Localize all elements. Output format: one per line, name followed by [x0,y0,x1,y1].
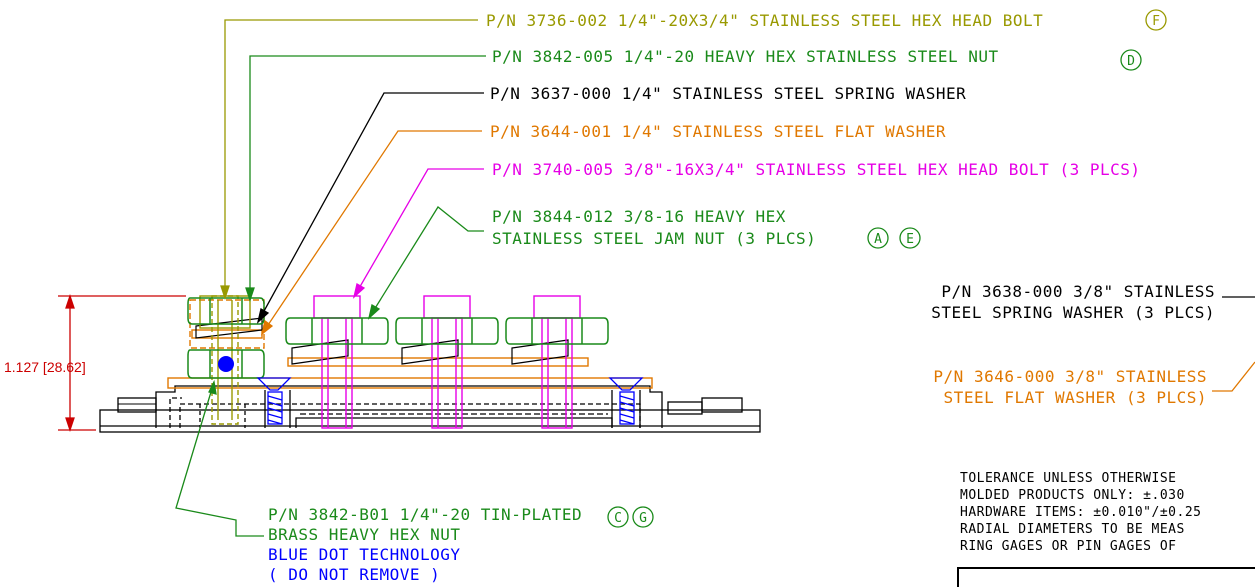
marker-c-label: C [614,511,622,526]
marker-a-icon: A [867,227,889,249]
quarter-inch-heavy-hex-nut [187,297,265,325]
callout-flat-washer-quarter: P/N 3644-001 1/4" STAINLESS STEEL FLAT W… [490,122,946,141]
callout-brass-nut-line1: P/N 3842-B01 1/4"-20 TIN-PLATED [268,505,582,524]
tolerance-note: TOLERANCE UNLESS OTHERWISE MOLDED PRODUC… [957,471,1255,587]
jam-nuts [285,317,609,345]
tolerance-line1: TOLERANCE UNLESS OTHERWISE [960,471,1177,486]
blue-dot-marker [218,356,234,372]
marker-f-label: F [1152,14,1160,29]
callout-flat-washer-three-eighth-line2: STEEL FLAT WASHER (3 PLCS) [944,388,1207,407]
countersunk-screws [256,377,644,425]
callout-hex-head-bolt-quarter: P/N 3736-002 1/4"-20X3/4" STAINLESS STEE… [486,11,1043,30]
marker-f-icon: F [1145,9,1167,31]
marker-d-icon: D [1120,49,1142,71]
height-dimension [58,293,186,433]
callout-spring-washer-three-eighth-line1: P/N 3638-000 3/8" STAINLESS [941,282,1215,301]
tolerance-line4: RADIAL DIAMETERS TO BE MEAS [960,522,1185,537]
marker-e-icon: E [899,227,921,249]
dimension-label: 1.127 [28.62] [4,359,86,375]
marker-d-label: D [1127,54,1135,69]
callout-spring-washer-quarter: P/N 3637-000 1/4" STAINLESS STEEL SPRING… [490,84,966,103]
callout-flat-washer-three-eighth-line1: P/N 3646-000 3/8" STAINLESS [933,367,1207,386]
leader-lines [175,19,1255,537]
callout-spring-washer-three-eighth-line2: STEEL SPRING WASHER (3 PLCS) [931,303,1215,322]
callout-brass-nut-line2: BRASS HEAVY HEX NUT [268,525,461,544]
marker-a-label: A [874,232,882,247]
spring-washers [195,317,569,365]
marker-c-icon: C [607,506,629,528]
callout-heavy-hex-nut-quarter: P/N 3842-005 1/4"-20 HEAVY HEX STAINLESS… [492,47,999,66]
title-block-frame [957,567,1255,587]
tolerance-line3: HARDWARE ITEMS: ±0.010"/±0.25 [960,505,1201,520]
tolerance-line2: MOLDED PRODUCTS ONLY: ±.030 [960,488,1185,503]
marker-g-label: G [639,511,647,526]
callout-brass-nut-line3: BLUE DOT TECHNOLOGY [268,545,461,564]
callout-brass-nut-line4: ( DO NOT REMOVE ) [268,565,440,584]
tolerance-line5: RING GAGES OR PIN GAGES OF [960,539,1177,554]
callout-jam-nut-line2: STAINLESS STEEL JAM NUT (3 PLCS) [492,229,816,248]
three-eighth-hex-bolts [313,295,581,429]
marker-e-label: E [906,232,914,247]
marker-g-icon: G [632,506,654,528]
base-housing [99,385,761,433]
callout-hex-head-bolt-three-eighth: P/N 3740-005 3/8"-16X3/4" STAINLESS STEE… [492,160,1141,179]
callout-jam-nut-line1: P/N 3844-012 3/8-16 HEAVY HEX [492,207,786,226]
